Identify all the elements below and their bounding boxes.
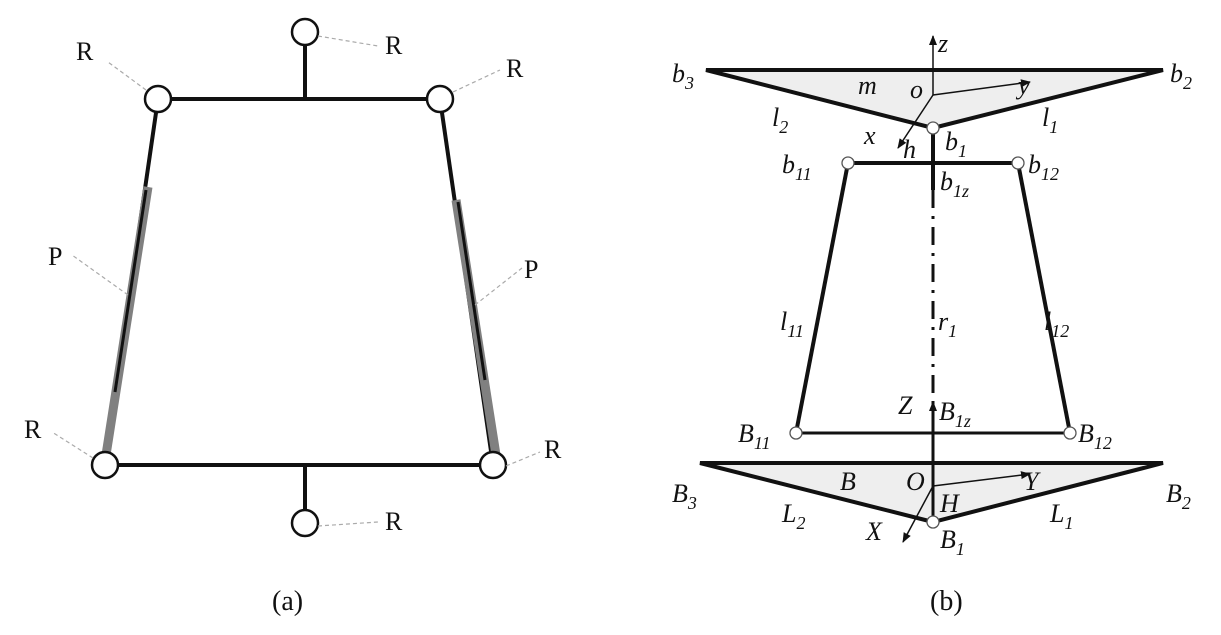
label-L2: L2: [781, 499, 805, 533]
joint-B12: [1063, 426, 1077, 440]
label-r-top-right: R: [506, 54, 524, 83]
label-B1z: B1z: [939, 397, 971, 431]
label-m: m: [858, 71, 877, 100]
revolute-joint-top-left: [143, 84, 173, 114]
joint-b11: [841, 156, 855, 170]
moving-platform: [705, 68, 1164, 131]
label-B12: B12: [1078, 419, 1112, 453]
revolute-joint-top: [290, 17, 320, 47]
label-b11: b11: [782, 150, 812, 184]
label-b12: b12: [1028, 150, 1059, 184]
label-L1: L1: [1049, 499, 1073, 533]
limb-leg-l11: [794, 162, 850, 434]
revolute-joint-bottom-left: [90, 450, 120, 480]
label-p-right: P: [524, 255, 538, 284]
label-l1: l1: [1042, 103, 1058, 137]
label-r1: r1: [938, 307, 957, 341]
label-B11: B11: [738, 419, 771, 453]
panel-b: b3 b2 b1 m o y z x h l2 l1 b11 b12 b1z l…: [672, 29, 1192, 617]
panel-a: R R R P P R R R (a): [24, 17, 562, 617]
label-o: o: [910, 75, 923, 104]
label-h: h: [903, 135, 916, 164]
x-axis-arrow: [897, 94, 934, 149]
label-b1z: b1z: [940, 167, 969, 201]
left-prismatic-rod: [113, 189, 148, 393]
label-H: H: [939, 489, 960, 518]
label-X: X: [865, 517, 883, 546]
label-r-bottom-left: R: [24, 415, 42, 444]
caption-a: (a): [272, 586, 303, 617]
label-B3: B3: [672, 479, 697, 513]
label-x: x: [863, 121, 876, 150]
label-Z: Z: [898, 391, 913, 420]
y-axis-arrow: [932, 79, 1031, 96]
joint-B11: [789, 426, 803, 440]
label-O: O: [906, 467, 925, 496]
limb-leg-l12: [1016, 162, 1072, 434]
label-Y: Y: [1024, 467, 1041, 496]
joint-B1: [926, 515, 940, 529]
joint-b1: [926, 121, 940, 135]
label-r-top: R: [385, 31, 403, 60]
revolute-joint-bottom-right: [478, 450, 508, 480]
label-B: B: [840, 467, 856, 496]
label-l11: l11: [780, 307, 804, 341]
label-l2: l2: [772, 103, 788, 137]
label-B2: B2: [1166, 479, 1191, 513]
Y-axis-arrow: [932, 471, 1031, 487]
label-b2: b2: [1170, 59, 1192, 93]
caption-b: (b): [930, 586, 963, 617]
revolute-joint-bottom: [290, 508, 320, 538]
label-y: y: [1015, 71, 1030, 100]
label-l12: l12: [1044, 307, 1069, 341]
revolute-joint-top-right: [425, 84, 455, 114]
label-z: z: [937, 29, 948, 58]
label-B1: B1: [940, 525, 965, 559]
joint-b12: [1011, 156, 1025, 170]
label-b1: b1: [945, 127, 967, 161]
label-b3: b3: [672, 59, 694, 93]
label-r-top-left: R: [76, 37, 94, 66]
X-axis-arrow: [902, 485, 934, 543]
label-r-bottom-right: R: [544, 435, 562, 464]
label-r-bottom: R: [385, 507, 403, 536]
label-p-left: P: [48, 242, 62, 271]
right-prismatic-rod: [456, 201, 487, 381]
